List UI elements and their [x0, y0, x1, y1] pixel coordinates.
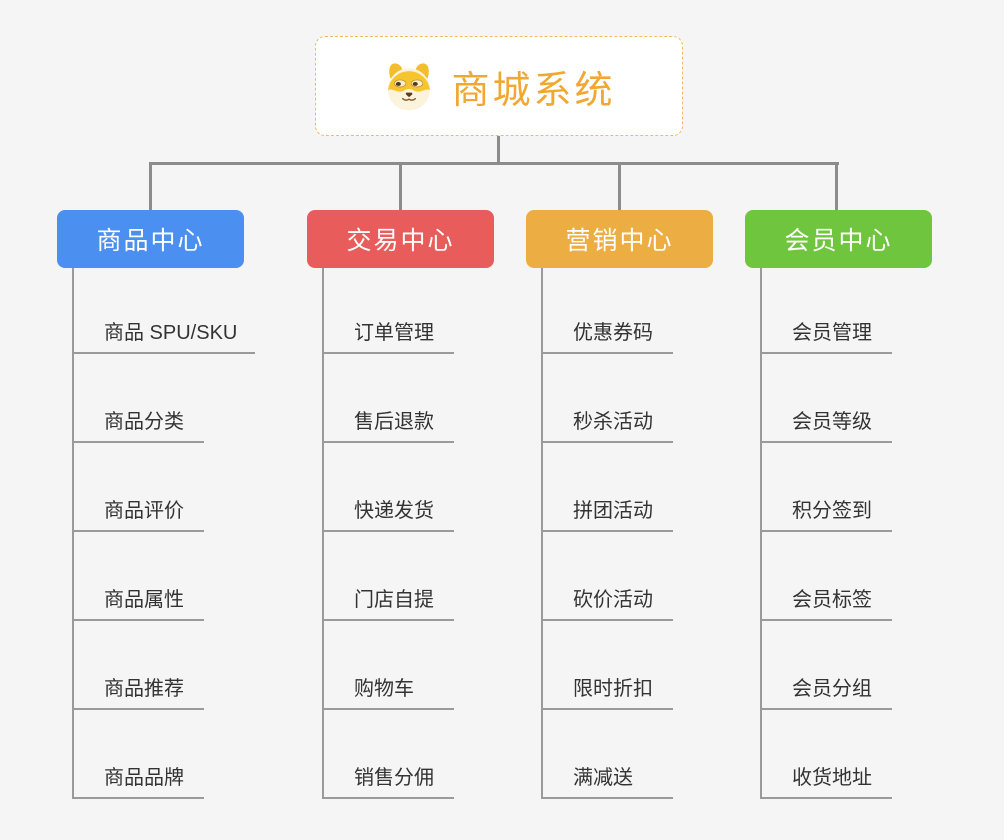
branch-node[interactable]: 会员中心 [745, 210, 932, 268]
branch-item[interactable]: 积分签到 [762, 443, 892, 532]
doge-icon [382, 59, 436, 113]
branch-item[interactable]: 收货地址 [762, 710, 892, 799]
branch-item[interactable]: 会员等级 [762, 354, 892, 443]
branch-node[interactable]: 商品中心 [57, 210, 244, 268]
branch-item[interactable]: 商品推荐 [74, 621, 204, 710]
branch-item[interactable]: 秒杀活动 [543, 354, 673, 443]
root-node[interactable]: 商城系统 [315, 36, 683, 136]
branch-item[interactable]: 门店自提 [324, 532, 454, 621]
branch-member-center: 会员中心 会员管理 会员等级 积分签到 会员标签 会员分组 收货地址 [745, 210, 932, 799]
branch-item-list: 优惠券码 秒杀活动 拼团活动 砍价活动 限时折扣 满减送 [541, 268, 713, 799]
branch-item[interactable]: 售后退款 [324, 354, 454, 443]
branch-marketing-center: 营销中心 优惠券码 秒杀活动 拼团活动 砍价活动 限时折扣 满减送 [526, 210, 713, 799]
branch-item[interactable]: 购物车 [324, 621, 454, 710]
connector-drop [149, 162, 152, 210]
branch-item[interactable]: 商品属性 [74, 532, 204, 621]
connector-drop [399, 162, 402, 210]
branch-item[interactable]: 商品品牌 [74, 710, 204, 799]
branch-item[interactable]: 快递发货 [324, 443, 454, 532]
branch-item[interactable]: 优惠券码 [543, 268, 673, 354]
branch-item[interactable]: 会员标签 [762, 532, 892, 621]
branch-item[interactable]: 会员管理 [762, 268, 892, 354]
branch-item-list: 订单管理 售后退款 快递发货 门店自提 购物车 销售分佣 [322, 268, 494, 799]
branch-node[interactable]: 营销中心 [526, 210, 713, 268]
branch-item[interactable]: 拼团活动 [543, 443, 673, 532]
branch-trade-center: 交易中心 订单管理 售后退款 快递发货 门店自提 购物车 销售分佣 [307, 210, 494, 799]
branch-item-list: 商品 SPU/SKU 商品分类 商品评价 商品属性 商品推荐 商品品牌 [72, 268, 256, 799]
branch-item[interactable]: 商品评价 [74, 443, 204, 532]
branch-item[interactable]: 限时折扣 [543, 621, 673, 710]
branch-item[interactable]: 商品 SPU/SKU [74, 268, 256, 354]
connector-bus [149, 162, 839, 165]
connector-drop [618, 162, 621, 210]
branch-item[interactable]: 订单管理 [324, 268, 454, 354]
branch-node[interactable]: 交易中心 [307, 210, 494, 268]
branch-item[interactable]: 满减送 [543, 710, 673, 799]
connector-root-stub [497, 136, 500, 165]
branch-item[interactable]: 砍价活动 [543, 532, 673, 621]
branch-product-center: 商品中心 商品 SPU/SKU 商品分类 商品评价 商品属性 商品推荐 商品品牌 [57, 210, 256, 799]
connector-drop [835, 162, 838, 210]
branch-item[interactable]: 销售分佣 [324, 710, 454, 799]
root-node-title: 商城系统 [451, 69, 616, 112]
branch-item[interactable]: 商品分类 [74, 354, 204, 443]
branch-item-list: 会员管理 会员等级 积分签到 会员标签 会员分组 收货地址 [760, 268, 932, 799]
branch-item[interactable]: 会员分组 [762, 621, 892, 710]
